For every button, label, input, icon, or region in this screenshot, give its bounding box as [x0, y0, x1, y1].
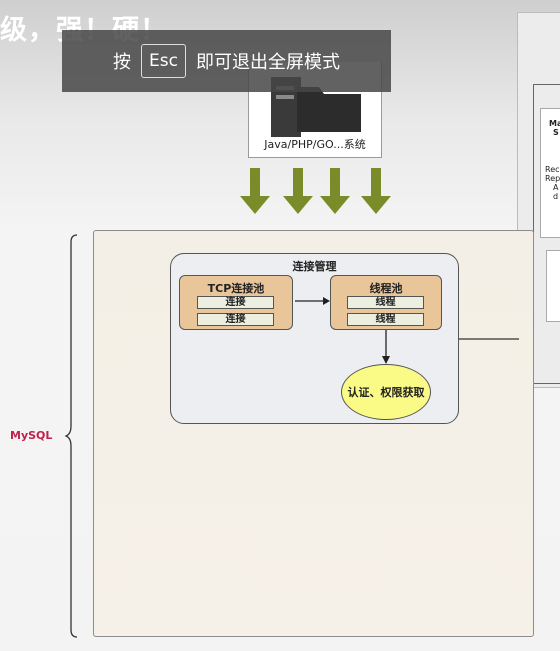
right-panel-text: d — [553, 192, 559, 201]
client-system-label: Java/PHP/GO...系统 — [264, 138, 366, 151]
right-panel-card: Ma S Rec Rep A d — [540, 108, 560, 238]
tcp-connection-pool: TCP连接池 连接 连接 — [179, 275, 293, 330]
mysql-brace — [65, 234, 78, 638]
down-arrow-icon — [361, 168, 391, 214]
down-arrow-icon — [283, 168, 313, 214]
down-arrow-icon — [240, 168, 270, 214]
connector-line — [459, 338, 519, 340]
toast-prefix: 按 — [113, 52, 132, 73]
thread-pool: 线程池 线程 线程 — [330, 275, 442, 330]
right-arrow-icon — [295, 297, 330, 305]
auth-permission-node: 认证、权限获取 — [341, 364, 431, 420]
tcp-connection-item: 连接 — [197, 296, 274, 309]
thread-item: 线程 — [347, 296, 424, 309]
esc-key-badge[interactable]: Esc — [141, 44, 186, 78]
fullscreen-exit-toast: 按 Esc 即可退出全屏模式 — [62, 30, 391, 92]
thread-pool-title: 线程池 — [369, 282, 403, 295]
toast-suffix: 即可退出全屏模式 — [195, 52, 340, 73]
right-panel-text: A — [553, 183, 559, 192]
connection-management-title: 连接管理 — [292, 260, 337, 273]
tcp-connection-item: 连接 — [197, 313, 274, 326]
right-panel-text: Rep — [545, 174, 560, 183]
tcp-pool-title: TCP连接池 — [207, 282, 265, 295]
right-panel-text: S — [553, 128, 559, 137]
thread-item: 线程 — [347, 313, 424, 326]
right-panel-text: Rec — [545, 165, 560, 174]
request-arrows — [240, 168, 391, 214]
right-panel-card-lower — [546, 250, 560, 322]
mysql-label: MySQL — [10, 429, 53, 442]
down-arrow-icon — [320, 168, 350, 214]
down-arrow-icon — [382, 330, 390, 364]
right-panel-text: Ma — [549, 119, 560, 128]
